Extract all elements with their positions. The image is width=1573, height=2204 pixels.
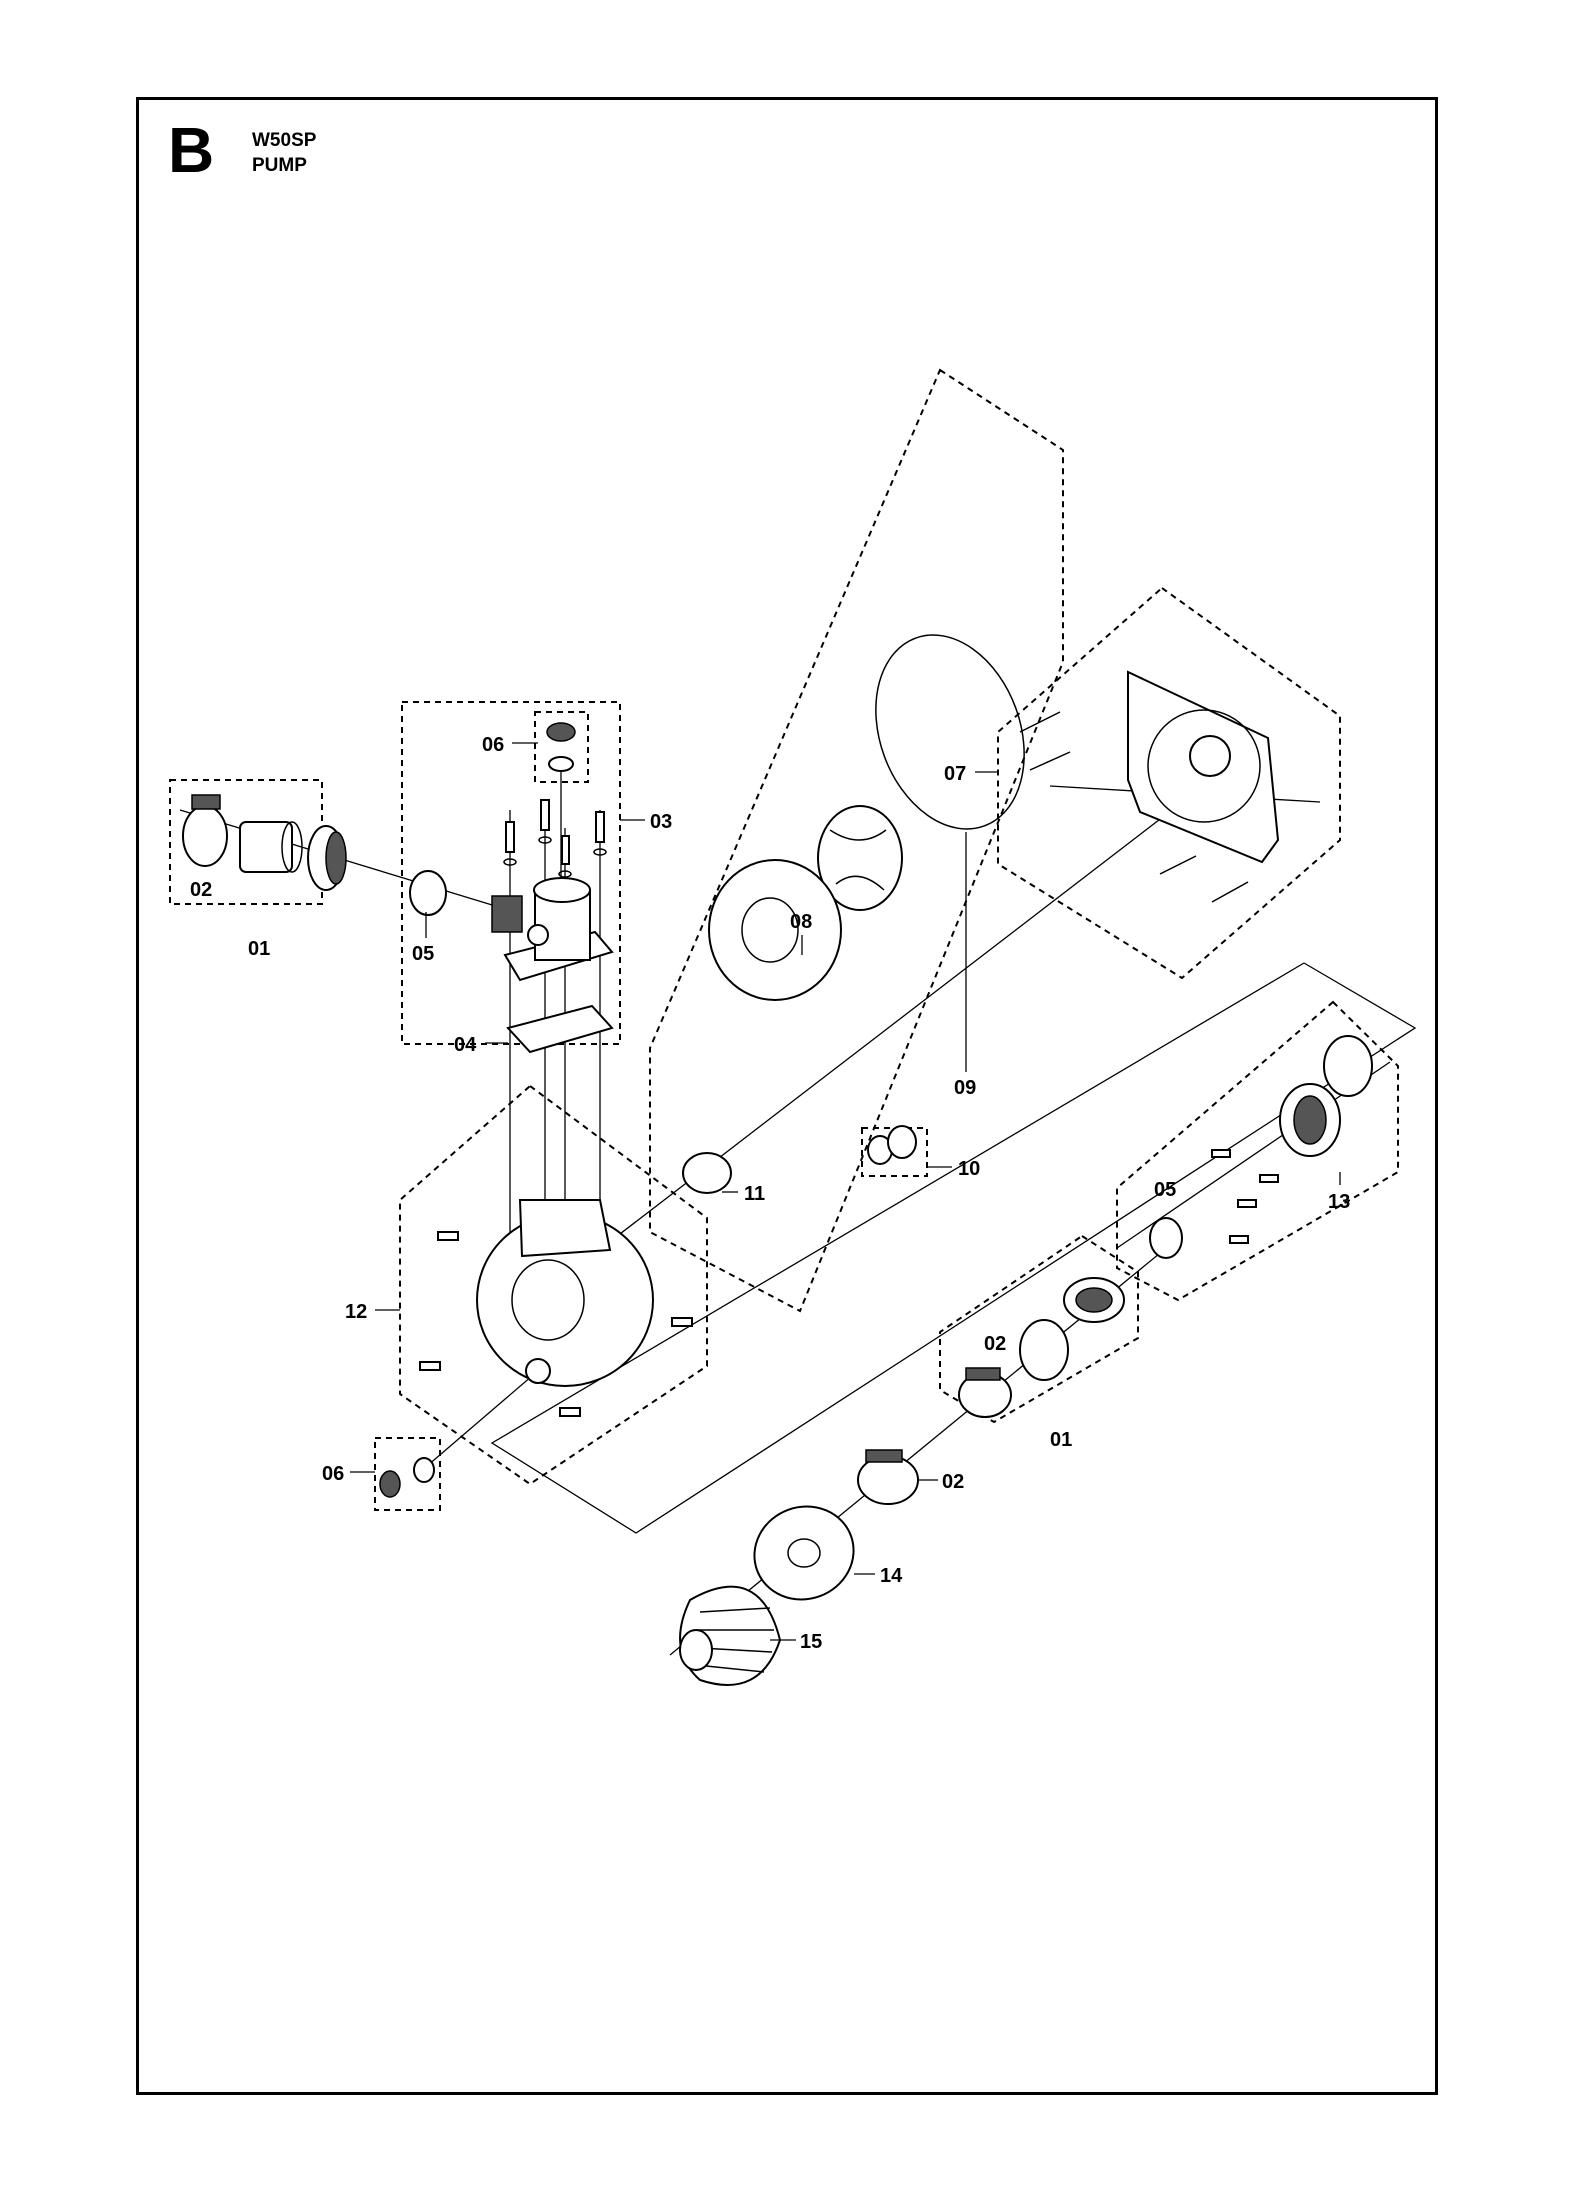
gasket-right <box>1149 1217 1183 1259</box>
group-impeller-volute <box>649 368 1064 1313</box>
callout-06-bottom: 06 <box>322 1463 344 1485</box>
washer <box>753 1505 855 1601</box>
group-outlet-housing <box>401 701 621 1045</box>
callout-02-left: 02 <box>190 879 212 901</box>
hose-nipple-left <box>239 821 303 873</box>
callout-02-right-upper: 02 <box>984 1333 1006 1355</box>
callout-08: 08 <box>790 911 812 933</box>
outlet-housing <box>491 877 614 982</box>
callout-06-top: 06 <box>482 734 504 756</box>
hose-clamp-right-lower <box>857 1449 919 1505</box>
callout-02-right-lower: 02 <box>942 1471 964 1493</box>
strainer <box>679 1585 782 1686</box>
callout-07: 07 <box>944 763 966 785</box>
group-mounting-plate <box>997 586 1341 980</box>
union-nut-left <box>307 825 347 891</box>
pump-casing <box>476 1199 654 1387</box>
group-drain-plug-bottom <box>374 1437 441 1511</box>
callout-05-right: 05 <box>1154 1179 1176 1201</box>
bolt-set-top <box>503 799 607 878</box>
square-gasket <box>506 1004 614 1054</box>
mechanical-seal <box>867 1125 917 1165</box>
hose-clamp-right-upper <box>958 1367 1012 1418</box>
casing-bolts <box>419 1231 693 1417</box>
callout-10: 10 <box>958 1158 980 1180</box>
callout-05-left: 05 <box>412 943 434 965</box>
callout-01-left: 01 <box>248 938 270 960</box>
callout-11: 11 <box>744 1183 765 1205</box>
drain-plug-top <box>546 722 576 772</box>
gasket-left <box>409 870 447 916</box>
callout-14: 14 <box>880 1565 903 1587</box>
group-drain-plug-top <box>534 711 589 783</box>
drain-plug-bottom <box>379 1457 435 1498</box>
group-seal <box>861 1127 928 1177</box>
section-letter: B <box>168 114 215 186</box>
hose-nipple-right <box>1019 1319 1069 1381</box>
callout-15: 15 <box>800 1631 822 1653</box>
assembly-title: PUMP <box>252 155 307 176</box>
page-frame <box>136 97 1438 2095</box>
volute <box>708 859 842 1001</box>
group-pump-casing <box>399 1084 708 1486</box>
axis-line-main <box>559 789 1199 1281</box>
assembly-leader-outline <box>490 962 1417 1534</box>
mounting-plate <box>1127 670 1280 864</box>
model-number: W50SP <box>252 130 317 151</box>
callout-13: 13 <box>1328 1191 1350 1213</box>
union-nut-right <box>1063 1277 1125 1323</box>
callout-09: 09 <box>954 1077 976 1099</box>
small-o-ring <box>682 1152 732 1194</box>
suction-cover <box>1279 1035 1373 1157</box>
callout-03: 03 <box>650 811 672 833</box>
impeller <box>817 805 903 911</box>
callout-12: 12 <box>345 1301 367 1323</box>
hose-clamp-left <box>182 794 228 867</box>
callout-01-right: 01 <box>1050 1429 1072 1451</box>
large-o-ring <box>875 634 1025 830</box>
group-suction-cover <box>1116 1000 1399 1302</box>
plate-bolts <box>1019 711 1249 903</box>
cover-bolts <box>1211 1149 1279 1244</box>
callout-04: 04 <box>454 1034 477 1056</box>
